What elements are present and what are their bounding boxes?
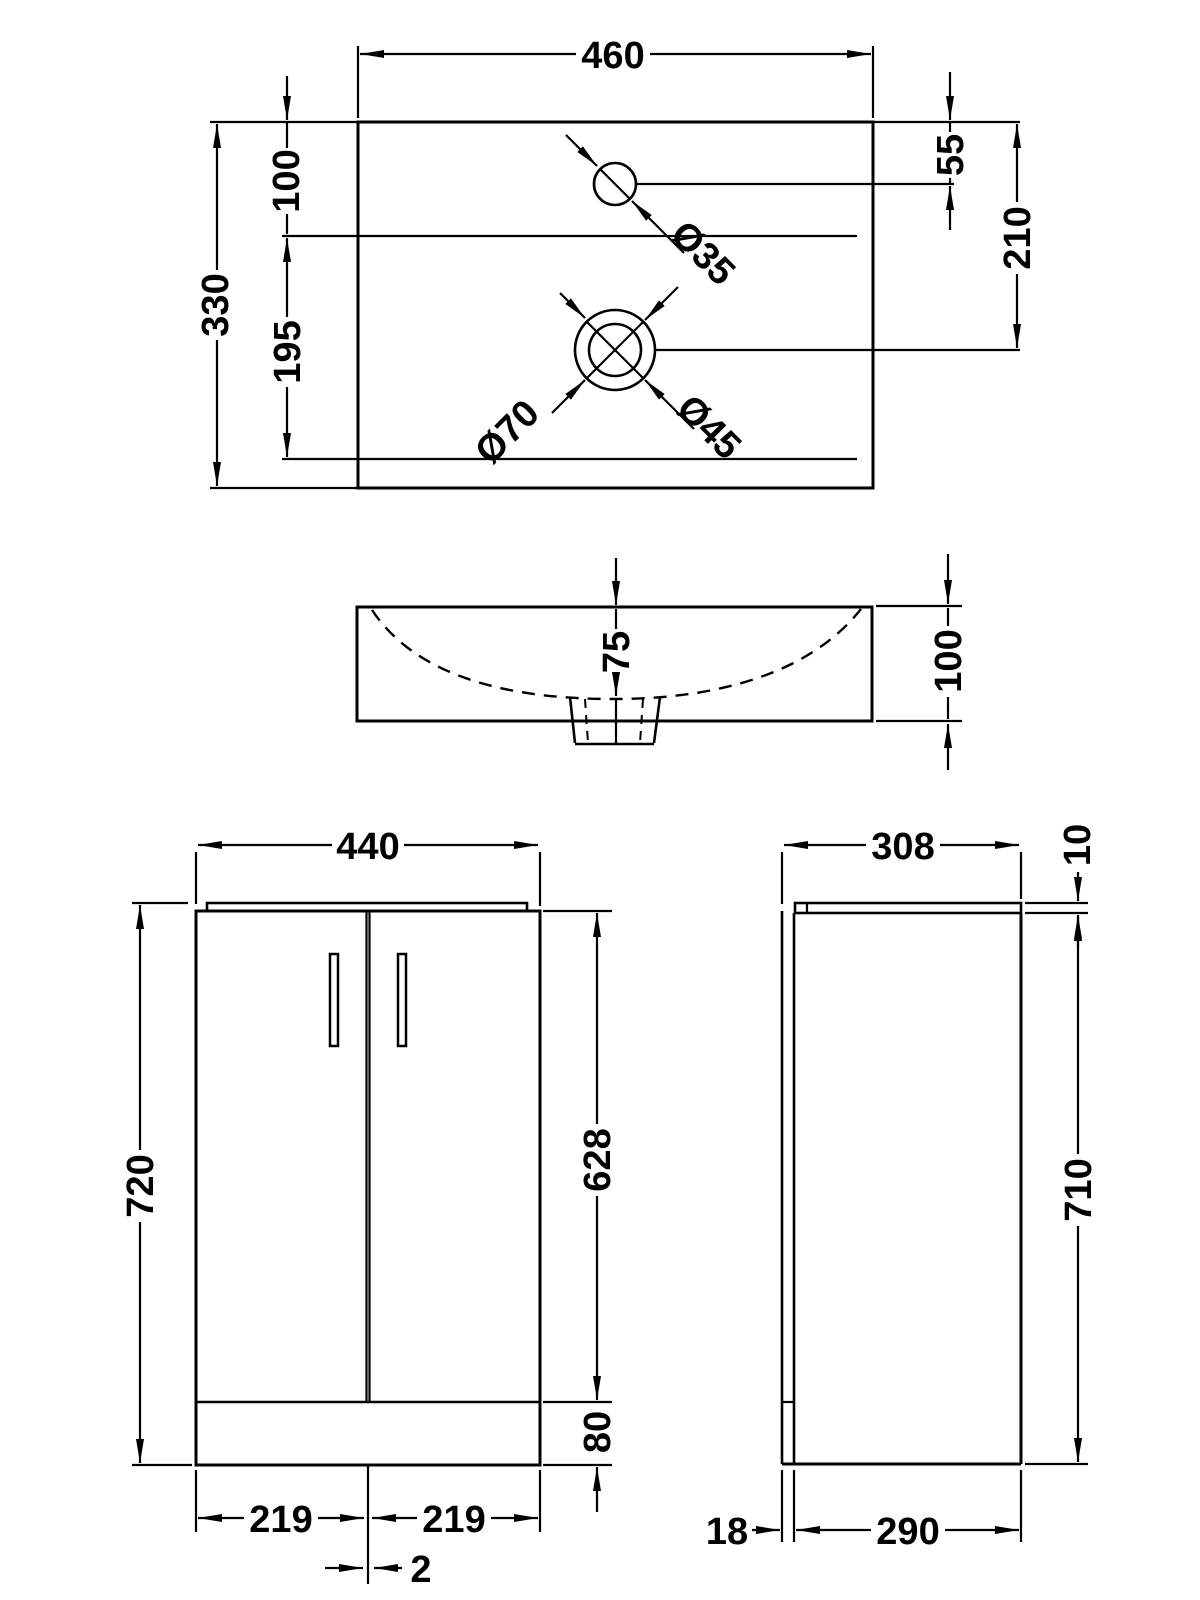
waste-cup-right (652, 696, 662, 744)
arrow-line (559, 292, 586, 319)
dim-basin-back-to-bowl: 100 (266, 76, 308, 262)
dim-door-widths: 219 219 2 (194, 1465, 542, 1591)
leader-line (586, 321, 644, 379)
dim-label-cabinet-width: 440 (336, 826, 399, 868)
dim-cabinet-height: 720 (120, 901, 192, 1467)
dim-basin-height: 100 (876, 554, 970, 770)
leader-line (599, 168, 631, 200)
dim-label-carcass-height: 710 (1058, 1158, 1100, 1221)
dim-door-height: 628 (543, 909, 619, 1404)
cabinet-front-outline (194, 909, 542, 1467)
dim-tap-hole-dia: Ø35 (565, 134, 743, 294)
dim-label-drain-offset: 210 (997, 206, 1039, 269)
dim-basin-width: 460 (356, 35, 875, 118)
dim-worktop-thickness: 10 (1025, 824, 1099, 947)
dim-label-bowl-length: 195 (267, 320, 309, 383)
dim-bowl-depth: 75 (596, 558, 638, 696)
waste-cup-hidden-right (639, 698, 644, 744)
basin-section-view: 75 100 (355, 554, 970, 770)
waste-cup-left (568, 696, 577, 744)
dim-label-back-to-bowl: 100 (266, 149, 308, 212)
drain-inner-circle (587, 322, 643, 378)
basin-outline (356, 120, 875, 490)
dim-basin-bowl-length: 195 (267, 262, 309, 457)
dim-plinth-height: 80 (543, 1411, 619, 1512)
cabinet-side-view: 308 10 710 18 290 (706, 824, 1100, 1553)
dim-label-basin-depth: 330 (195, 273, 237, 336)
dim-label-waste-dia: Ø45 (668, 387, 748, 467)
dim-label-overall-depth: 308 (871, 826, 934, 868)
dim-drain-offset: 210 (997, 124, 1039, 348)
dim-label-left-door-width: 219 (249, 1499, 312, 1541)
right-door-handle (396, 952, 408, 1048)
dim-tap-offset: 55 (930, 72, 972, 230)
arrow-line (644, 379, 695, 430)
cabinet-front-view: 440 720 628 80 (120, 826, 619, 1591)
dim-depth-breakdown: 18 290 (706, 1470, 1023, 1553)
dim-label-worktop-thickness: 10 (1057, 824, 1099, 866)
dim-label-bowl-depth: 75 (596, 631, 638, 673)
dim-label-door-thickness: 18 (706, 1511, 748, 1553)
dim-label-cabinet-height: 720 (120, 1154, 162, 1217)
basin-plan-view: 460 330 100 195 55 (195, 35, 1039, 490)
arrow-line (565, 134, 598, 167)
dim-cabinet-width: 440 (194, 826, 542, 906)
bowl-profile-hidden-line (371, 608, 862, 701)
dim-label-tap-offset: 55 (930, 134, 972, 176)
dim-basin-depth: 330 (195, 124, 237, 486)
basin-section-outline (355, 605, 874, 723)
left-door-handle (328, 952, 340, 1048)
dim-label-right-door-width: 219 (422, 1499, 485, 1541)
dim-overall-depth: 308 (780, 826, 1023, 904)
dim-label-door-gap: 2 (410, 1549, 431, 1591)
dim-label-door-height: 628 (577, 1128, 619, 1191)
worktop-side (793, 901, 1023, 915)
dim-carcass-height: 710 (1025, 915, 1100, 1466)
dim-label-carcass-depth: 290 (876, 1511, 939, 1553)
dim-label-flange-dia: Ø70 (467, 392, 547, 472)
waste-cup-hidden-left (584, 698, 589, 744)
arrow-line (551, 379, 586, 414)
dim-label-tap-dia: Ø35 (662, 213, 742, 293)
arrow-line (644, 286, 679, 321)
arrow-line (631, 200, 685, 254)
dim-label-basin-width: 460 (581, 35, 644, 77)
dim-label-plinth-height: 80 (577, 1411, 619, 1453)
dim-label-basin-height: 100 (928, 629, 970, 692)
